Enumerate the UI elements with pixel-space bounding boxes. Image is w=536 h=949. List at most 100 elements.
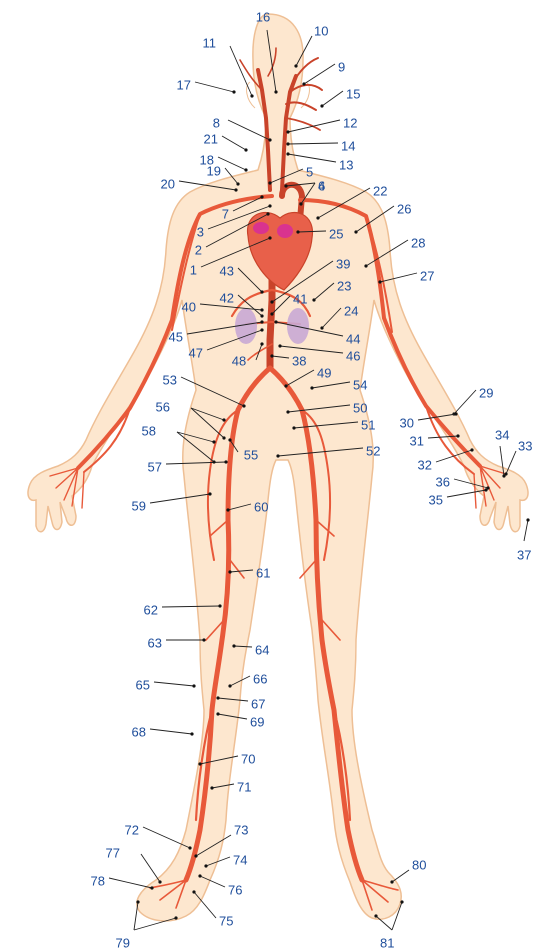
- callout-number: 67: [251, 696, 265, 711]
- leader-dot: [218, 604, 221, 607]
- leader-dot: [190, 732, 193, 735]
- leader-dot: [296, 230, 299, 233]
- body-silhouette: [28, 14, 528, 921]
- callout-number: 28: [411, 235, 425, 250]
- leader-dot: [228, 684, 231, 687]
- leader-dot: [260, 328, 263, 331]
- callout-number: 38: [292, 353, 306, 368]
- leader-dot: [228, 438, 231, 441]
- callout-15: 15: [320, 86, 360, 107]
- leader-dot: [232, 644, 235, 647]
- callout-35: 35: [429, 488, 488, 507]
- callout-number: 72: [125, 822, 139, 837]
- callout-number: 26: [397, 201, 411, 216]
- callout-number: 33: [518, 438, 532, 453]
- callout-number: 17: [177, 77, 191, 92]
- leader-dot: [212, 460, 215, 463]
- leader-dot: [150, 886, 153, 889]
- leader-dot: [158, 880, 161, 883]
- leader-dot: [260, 308, 263, 311]
- callout-number: 56: [156, 399, 170, 414]
- leader-line: [524, 520, 528, 541]
- callout-number: 47: [189, 345, 203, 360]
- callout-number: 8: [213, 115, 220, 130]
- leader-line: [218, 157, 246, 170]
- callout-number: 11: [203, 35, 217, 50]
- leader-line: [109, 878, 152, 888]
- callout-number: 30: [400, 415, 414, 430]
- callout-63: 63: [148, 635, 206, 650]
- leader-dot: [320, 326, 323, 329]
- callout-number: 53: [163, 372, 177, 387]
- leader-dot: [222, 418, 225, 421]
- callout-number: 14: [341, 138, 355, 153]
- callout-21: 21: [204, 131, 248, 151]
- leader-dot: [234, 188, 237, 191]
- callout-29: 29: [452, 385, 493, 415]
- callout-number: 52: [366, 443, 380, 458]
- callout-number: 73: [234, 822, 248, 837]
- callout-number: 65: [136, 677, 150, 692]
- callout-number: 44: [346, 331, 360, 346]
- leader-dot: [299, 202, 302, 205]
- leader-dot: [374, 914, 377, 917]
- callout-8: 8: [213, 115, 272, 141]
- callout-number: 54: [353, 377, 367, 392]
- leader-line: [141, 854, 160, 882]
- leader-dot: [224, 460, 227, 463]
- callout-number: 15: [346, 86, 360, 101]
- callout-number: 45: [169, 329, 183, 344]
- callout-number: 40: [182, 299, 196, 314]
- leader-line: [454, 390, 476, 414]
- callout-80: 80: [390, 857, 426, 883]
- callout-11: 11: [203, 35, 254, 97]
- callout-12: 12: [286, 115, 357, 133]
- leader-line: [195, 82, 234, 92]
- leader-dot: [198, 874, 201, 877]
- leader-line: [154, 682, 194, 686]
- leader-dot: [268, 181, 271, 184]
- leader-line: [228, 120, 270, 140]
- leader-dot: [210, 786, 213, 789]
- leader-dot: [390, 880, 393, 883]
- callout-number: 3: [197, 224, 204, 239]
- leader-dot: [292, 426, 295, 429]
- heart-atrium-left: [253, 222, 269, 234]
- callout-number: 39: [336, 256, 350, 271]
- leader-dot: [268, 204, 271, 207]
- leader-dot: [202, 638, 205, 641]
- leader-dot: [284, 384, 287, 387]
- callout-number: 49: [317, 365, 331, 380]
- leader-dot: [194, 854, 197, 857]
- leader-dot: [228, 570, 231, 573]
- leader-dot: [364, 264, 367, 267]
- leader-dot: [260, 320, 263, 323]
- leader-dot: [294, 64, 297, 67]
- callout-number: 20: [161, 176, 175, 191]
- leader-line: [222, 136, 246, 150]
- leader-dot: [286, 130, 289, 133]
- callout-number: 7: [222, 206, 229, 221]
- leader-dot: [454, 412, 457, 415]
- leader-dot: [274, 320, 277, 323]
- callout-number: 76: [228, 882, 242, 897]
- leader-dot: [260, 342, 263, 345]
- leader-line: [288, 120, 340, 132]
- leader-dot: [244, 148, 247, 151]
- leader-line: [322, 91, 343, 106]
- callout-number: 24: [344, 303, 358, 318]
- callout-number: 66: [253, 671, 267, 686]
- leader-dot: [486, 486, 489, 489]
- callout-number: 80: [412, 857, 426, 872]
- leader-dot: [244, 168, 247, 171]
- callout-number: 16: [256, 9, 270, 24]
- leader-dot: [270, 312, 273, 315]
- leader-dot: [310, 386, 313, 389]
- leader-line: [230, 46, 252, 96]
- callout-number: 29: [479, 385, 493, 400]
- callout-number: 35: [429, 492, 443, 507]
- callout-number: 5: [306, 164, 313, 179]
- callout-78: 78: [91, 873, 154, 889]
- leader-dot: [232, 90, 235, 93]
